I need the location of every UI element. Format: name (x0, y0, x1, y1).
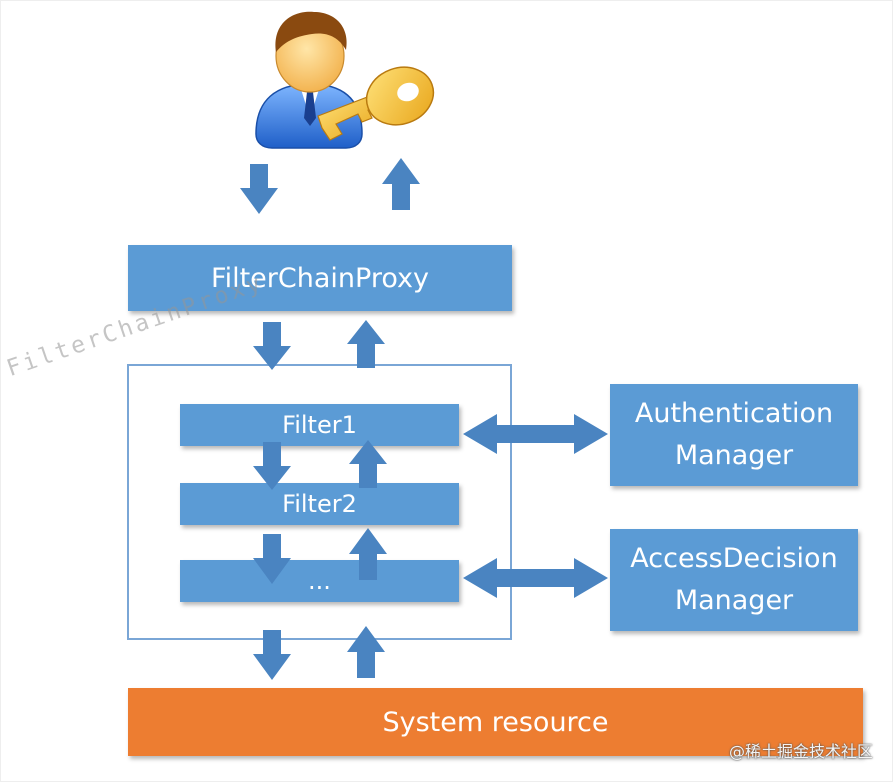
filter-chain-proxy-label: FilterChainProxy (211, 262, 429, 294)
system-resource-box: System resource (128, 688, 863, 756)
filter-chain-proxy-box: FilterChainProxy (128, 245, 512, 311)
system-resource-label: System resource (382, 706, 609, 738)
filter2-box: Filter2 (180, 483, 459, 525)
filter1-label: Filter1 (282, 411, 357, 439)
authentication-manager-line2: Manager (674, 440, 794, 471)
filter1-box: Filter1 (180, 404, 459, 446)
filter-ellipsis-box: ... (180, 560, 459, 602)
authentication-manager-box: Authentication Manager (610, 384, 858, 486)
access-decision-manager-line2: Manager (674, 585, 794, 616)
filter2-label: Filter2 (282, 490, 357, 518)
access-decision-manager-box: AccessDecision Manager (610, 529, 858, 631)
access-decision-manager-line1: AccessDecision (630, 543, 838, 574)
filter-ellipsis-label: ... (308, 567, 331, 595)
authentication-manager-line1: Authentication (634, 398, 834, 429)
source-credit: @稀土掘金技术社区 (728, 742, 873, 761)
